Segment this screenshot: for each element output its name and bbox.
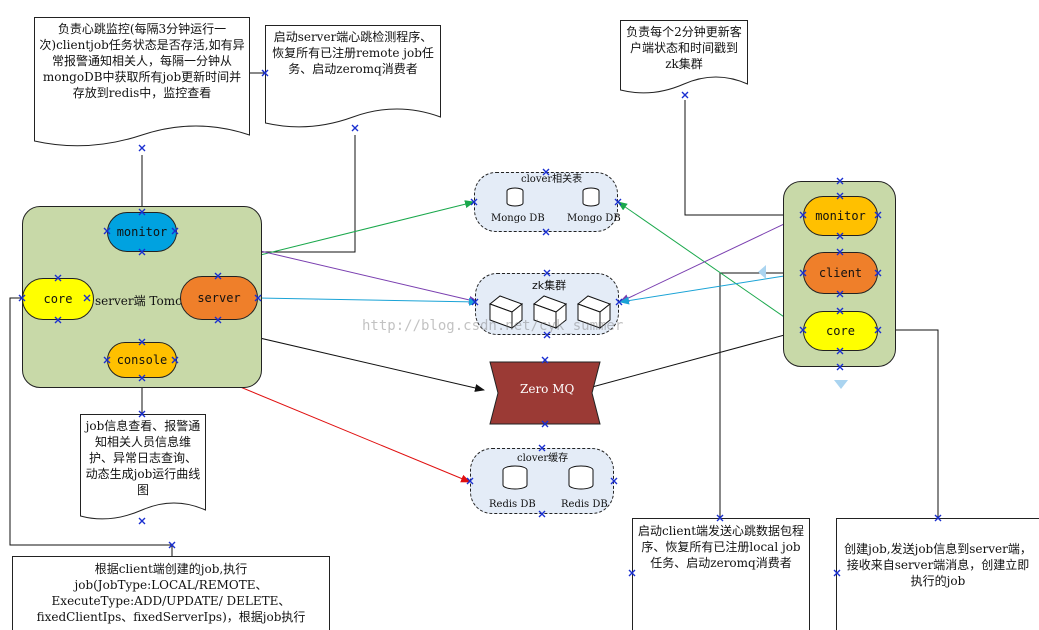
client-note: 启动client端发送心跳数据包程序、恢复所有已注册local job任务、启动… bbox=[632, 518, 810, 630]
zeromq-queue bbox=[489, 361, 601, 425]
note-shape bbox=[80, 414, 206, 520]
zk-servers-icon bbox=[488, 295, 612, 330]
console-note-text: job信息查看、报警通知相关人员信息维护、异常日志查询、动态生成job运行曲线图 bbox=[85, 419, 201, 497]
client-to-zk bbox=[619, 272, 804, 305]
clover-cache-group: clover缓存 Redis DB Redis DB bbox=[470, 448, 614, 514]
client-monitor-to-zk bbox=[619, 214, 804, 303]
monitor-note: 负责心跳监控(每隔3分钟运行一次)clientjob任务状态是否存活,如有异常报… bbox=[34, 17, 250, 155]
server-core-node[interactable]: core bbox=[22, 278, 94, 320]
note-shape bbox=[265, 25, 441, 128]
mongo-db-label-2: Mongo DB bbox=[567, 213, 621, 224]
core-note-line bbox=[9, 297, 173, 556]
client-core-to-mongo bbox=[617, 201, 804, 331]
triangle-marker-icon bbox=[758, 265, 766, 279]
core-note: 根据client端创建的job,执行job(JobType:LOCAL/REMO… bbox=[12, 556, 330, 630]
clover-tables-title: clover相关表 bbox=[521, 174, 583, 185]
triangle-marker-icon bbox=[834, 380, 848, 389]
monitor-note-text: 负责心跳监控(每隔3分钟运行一次)clientjob任务状态是否存活,如有异常报… bbox=[39, 22, 245, 100]
redis-db-icon bbox=[502, 465, 528, 490]
server-cluster-title: server端 Tomcat bbox=[95, 294, 194, 308]
client-core-node[interactable]: core bbox=[803, 311, 878, 351]
client-client-label: client bbox=[818, 266, 863, 280]
client-note-text: 启动client端发送心跳数据包程序、恢复所有已注册local job任务、启动… bbox=[637, 524, 805, 570]
server-monitor-node[interactable]: monitor bbox=[107, 212, 177, 252]
client-core-to-zeromq bbox=[580, 329, 804, 392]
client-core-label: core bbox=[826, 324, 855, 338]
clover-cache-title: clover缓存 bbox=[517, 453, 569, 464]
note-shape bbox=[34, 17, 250, 147]
server-core-label: core bbox=[43, 292, 73, 306]
server-note-text: 启动server端心跳检测程序、恢复所有已注册remote job任务、启动ze… bbox=[272, 30, 434, 76]
mongo-db-label-1: Mongo DB bbox=[491, 213, 545, 224]
zk-cluster-title: zk集群 bbox=[532, 279, 567, 292]
server-console-label: console bbox=[116, 353, 168, 367]
note-shape bbox=[620, 20, 748, 94]
mongo-db-icon bbox=[582, 187, 600, 207]
redis-db-label-2: Redis DB bbox=[561, 499, 608, 510]
server-console-node[interactable]: console bbox=[107, 342, 177, 378]
server-server-label: server bbox=[197, 291, 241, 305]
mongo-db-icon bbox=[506, 187, 524, 207]
core-note-text: 根据client端创建的job,执行job(JobType:LOCAL/REMO… bbox=[36, 562, 306, 624]
redis-db-label-1: Redis DB bbox=[489, 499, 536, 510]
client-status-note: 负责每个2分钟更新客户端状态和时间戳到zk集群 bbox=[620, 20, 748, 100]
client-core-note-line bbox=[878, 329, 939, 518]
server-monitor-label: monitor bbox=[116, 225, 168, 239]
client-status-note-text: 负责每个2分钟更新客户端状态和时间戳到zk集群 bbox=[626, 25, 742, 71]
server-server-node[interactable]: server bbox=[180, 276, 258, 320]
clover-tables-group: clover相关表 Mongo DB Mongo DB bbox=[474, 172, 621, 232]
watermark: http://blog.csdn.net/cyk_summer bbox=[362, 318, 624, 334]
server-note: 启动server端心跳检测程序、恢复所有已注册remote job任务、启动ze… bbox=[265, 25, 441, 135]
console-note: job信息查看、报警通知相关人员信息维护、异常日志查询、动态生成job运行曲线图 bbox=[80, 414, 206, 524]
client-client-node[interactable]: client bbox=[803, 252, 878, 294]
client-core-note-text: 创建job,发送job信息到server端，接收来自server端消息，创建立即… bbox=[844, 542, 1032, 588]
server-to-zk bbox=[257, 297, 479, 306]
redis-db-icon bbox=[568, 465, 594, 490]
client-status-note-line bbox=[684, 95, 803, 216]
client-core-note: 创建job,发送job信息到server端，接收来自server端消息，创建立即… bbox=[836, 518, 1039, 630]
client-monitor-label: monitor bbox=[815, 209, 866, 223]
zeromq-label: Zero MQ bbox=[520, 382, 575, 396]
client-monitor-node[interactable]: monitor bbox=[803, 196, 878, 236]
